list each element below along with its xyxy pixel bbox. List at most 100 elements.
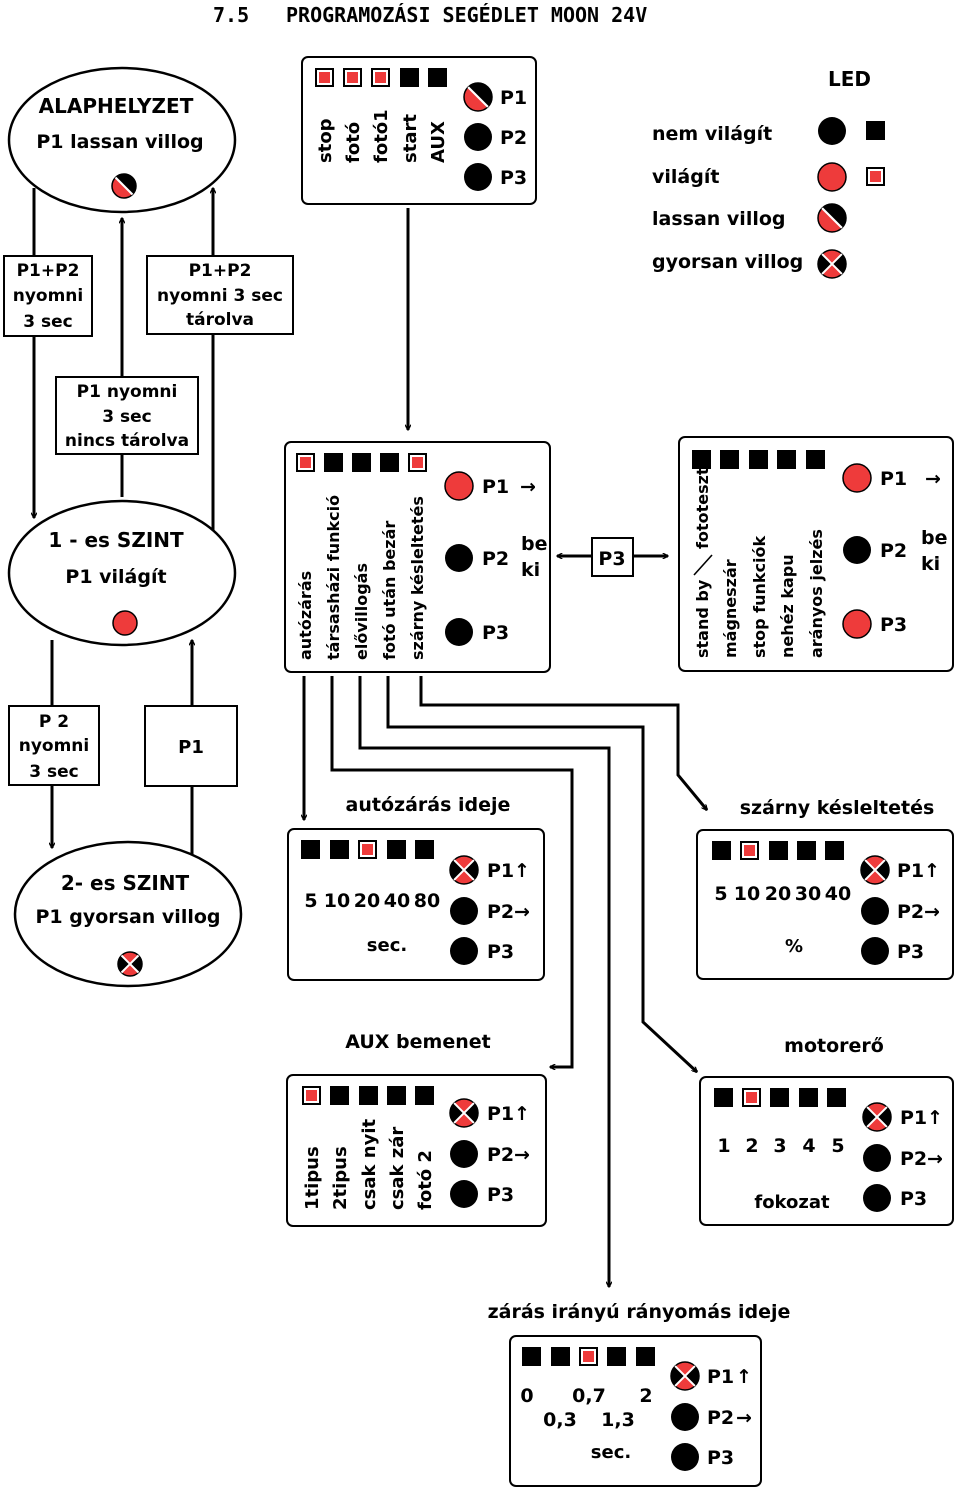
- p1-led-icon: [860, 855, 890, 885]
- transition-p1p2-tarolva: P1+P2 nyomni 3 sec tárolva: [146, 255, 294, 335]
- led-label: P1: [482, 476, 509, 498]
- led-label: P2: [880, 540, 907, 562]
- led-label: P2: [900, 1148, 927, 1170]
- transition-line: P1+P2: [189, 261, 252, 281]
- function-square-icon: [324, 453, 343, 472]
- panel-title: szárny késleltetés: [740, 797, 935, 819]
- level-square-icon: [742, 1088, 761, 1107]
- led-slow-icon: [111, 173, 137, 199]
- panel-aux: 1tipus 2tipus csak nyit csak zár fotó 2 …: [286, 1074, 547, 1227]
- value-square-icon: [330, 840, 349, 859]
- value-label: 4: [802, 1135, 815, 1157]
- input-label: fotó: [343, 122, 364, 163]
- unit-label: %: [785, 936, 803, 957]
- value-label: 30: [795, 883, 821, 905]
- value-label: 0: [520, 1385, 533, 1407]
- p1-led-icon: [463, 82, 493, 112]
- value-square-icon: [522, 1347, 541, 1366]
- function-label: elővillogás: [352, 563, 371, 660]
- value-label: 1: [717, 1135, 730, 1157]
- led-label: P3: [482, 622, 509, 644]
- option-square-icon: [330, 1086, 349, 1105]
- value-square-icon: [636, 1347, 655, 1366]
- function-square-icon: [408, 453, 427, 472]
- value-label: 20: [765, 883, 791, 905]
- value-label: 5: [304, 890, 317, 912]
- transition-line: P 2: [39, 712, 69, 732]
- value-square-icon: [607, 1347, 626, 1366]
- connector-zaras: [358, 676, 609, 1287]
- value-label: 0,7: [572, 1385, 606, 1407]
- value-square-icon: [579, 1347, 598, 1366]
- led-slow-icon: [817, 203, 847, 233]
- value-label: 40: [825, 883, 851, 905]
- p3-led-icon: [450, 1180, 478, 1208]
- value-label: 10: [324, 890, 350, 912]
- p3-led-icon: [671, 1443, 699, 1471]
- transition-line: 3 sec: [29, 762, 78, 782]
- function-square-icon: [352, 453, 371, 472]
- unit-label: fokozat: [754, 1192, 830, 1213]
- led-off-icon: [818, 117, 846, 145]
- p1-led-icon: [449, 1098, 479, 1128]
- led-label: P1: [487, 860, 514, 882]
- p2-led-icon: [861, 897, 889, 925]
- function-square-icon: [296, 453, 315, 472]
- transition-line: nyomni: [19, 736, 90, 756]
- option-label: csak nyit: [359, 1119, 380, 1210]
- function-square-icon: [380, 453, 399, 472]
- legend-label: világít: [652, 166, 719, 188]
- function-square-icon: [777, 450, 796, 469]
- value-label: 0,3: [543, 1409, 577, 1431]
- state-subtitle: P1 világít: [65, 566, 166, 588]
- value-square-icon: [825, 841, 844, 860]
- ki-label: ki: [921, 553, 940, 575]
- legend-label: nem világít: [652, 123, 772, 145]
- level-square-icon: [827, 1088, 846, 1107]
- p1-led-icon: [449, 855, 479, 885]
- panel-title: AUX bemenet: [345, 1031, 490, 1053]
- connector-motorero: [386, 676, 697, 1072]
- input-label: AUX: [428, 121, 449, 163]
- p2-led-icon: [843, 536, 871, 564]
- state-alaphelyzet: ALAPHELYZET P1 lassan villog: [7, 66, 237, 214]
- connector-szarny: [419, 676, 707, 810]
- ki-label: ki: [521, 559, 540, 581]
- value-square-icon: [301, 840, 320, 859]
- p3-link-label: P3: [598, 548, 625, 570]
- arrow-up-icon: ↑: [736, 1366, 752, 1388]
- page-title: PROGRAMOZÁSI SEGÉDLET MOON 24V: [286, 3, 647, 27]
- led-label: P2: [487, 1144, 514, 1166]
- option-square-icon: [415, 1086, 434, 1105]
- state-title: 1 - es SZINT: [48, 528, 184, 552]
- led-label: P3: [900, 1188, 927, 1210]
- input-label: stop: [315, 118, 336, 163]
- value-label: 2: [745, 1135, 758, 1157]
- led-label: P2: [500, 127, 527, 149]
- arrow-up-icon: ↑: [924, 860, 940, 882]
- transition-p1p2-3sec: P1+P2 nyomni 3 sec: [3, 255, 93, 337]
- value-label: 3: [773, 1135, 786, 1157]
- transition-line: nyomni: [13, 286, 84, 306]
- function-label: társasházi funkció: [324, 495, 343, 660]
- panel-inputs: stop fotó fotó1 start AUX P1 P2 P3: [301, 56, 537, 205]
- p3-led-icon: [450, 937, 478, 965]
- input-square-icon: [371, 68, 390, 87]
- p3-link: P3: [557, 537, 668, 577]
- arrow-right-icon: →: [927, 1148, 943, 1170]
- level-square-icon: [799, 1088, 818, 1107]
- transition-line: P1 nyomni: [77, 382, 178, 402]
- value-label: 5: [831, 1135, 844, 1157]
- value-label: 10: [734, 883, 760, 905]
- value-label: 1,3: [601, 1409, 635, 1431]
- value-label: 40: [384, 890, 410, 912]
- led-label: P3: [707, 1447, 734, 1469]
- input-square-icon: [315, 68, 334, 87]
- square-on-icon: [866, 167, 885, 186]
- option-label: 2tipus: [330, 1146, 351, 1210]
- option-square-icon: [359, 1086, 378, 1105]
- option-label: fotó 2: [415, 1150, 436, 1210]
- slash-divider: [693, 554, 713, 576]
- value-label: 80: [414, 890, 440, 912]
- led-label: P3: [487, 1184, 514, 1206]
